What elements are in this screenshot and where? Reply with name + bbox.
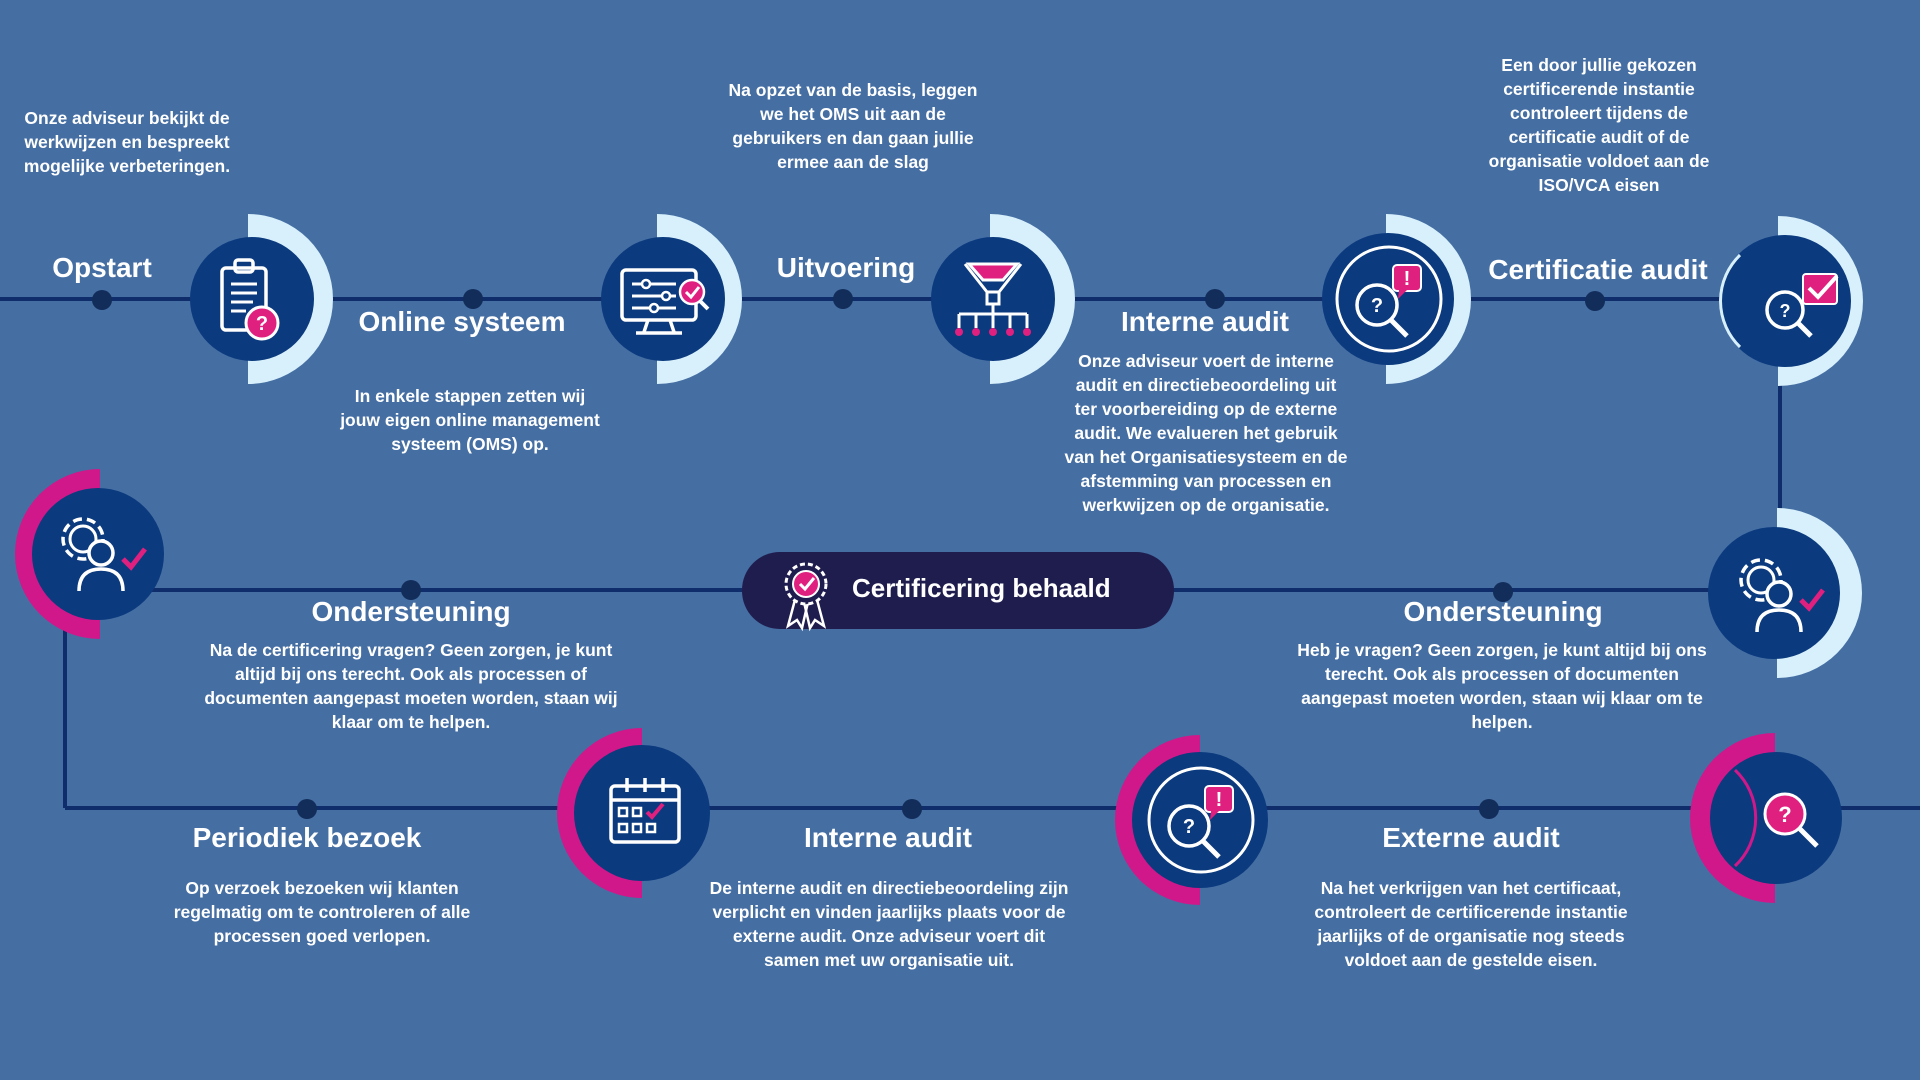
- uitvoering-title: Uitvoering: [776, 252, 916, 283]
- node-opstart: [92, 290, 112, 310]
- badge-label: Certificering behaald: [852, 573, 1111, 603]
- ondersteuning-left-description: Na de certificering vragen? Geen zorgen,…: [204, 640, 618, 732]
- interne-audit-1-title: Interne audit: [1120, 306, 1289, 337]
- node-online-systeem: [463, 289, 483, 309]
- node-ondersteuning-left: [401, 580, 421, 600]
- node-externe-audit: [1479, 799, 1499, 819]
- step-externe-audit-circle: [1690, 733, 1842, 903]
- flow-nodes: [92, 289, 1605, 819]
- step-opstart-circle: [190, 214, 333, 384]
- node-ondersteuning-right: [1493, 582, 1513, 602]
- node-uitvoering: [833, 289, 853, 309]
- node-certificatie-audit: [1585, 291, 1605, 311]
- step-interne-audit-1-circle: [1322, 214, 1471, 384]
- online-systeem-description: In enkele stappen zetten wij jouw eigen …: [340, 386, 600, 454]
- step-ondersteuning-left-circle: [15, 469, 164, 639]
- step-uitvoering-circle: [931, 214, 1075, 384]
- step-ondersteuning-right-circle: [1708, 508, 1862, 678]
- opstart-title: Opstart: [52, 252, 152, 283]
- node-periodiek-bezoek: [297, 799, 317, 819]
- interne-audit-2-description: De interne audit en directiebeoordeling …: [709, 878, 1069, 970]
- interne-audit-1-description: Onze adviseur voert de interne audit en …: [1064, 351, 1348, 515]
- step-online-systeem-circle: [601, 214, 742, 384]
- ondersteuning-right-title: Ondersteuning: [1403, 596, 1603, 627]
- externe-audit-title: Externe audit: [1382, 822, 1560, 853]
- periodiek-bezoek-description: Op verzoek bezoeken wij klanten regelmat…: [173, 878, 471, 946]
- node-interne-audit-2: [902, 799, 922, 819]
- certificering-badge: [742, 552, 1174, 630]
- ondersteuning-right-description: Heb je vragen? Geen zorgen, je kunt alti…: [1297, 640, 1707, 732]
- step-periodiek-bezoek-circle: [557, 728, 710, 898]
- step-certificatie-audit-circle: [1718, 216, 1863, 386]
- node-interne-audit-1: [1205, 289, 1225, 309]
- online-systeem-title: Online systeem: [358, 306, 566, 337]
- step-interne-audit-2-circle: [1115, 735, 1268, 905]
- certificatie-audit-description: Een door jullie gekozen certificerende i…: [1488, 55, 1710, 195]
- certificatie-audit-title: Certificatie audit: [1488, 254, 1708, 285]
- externe-audit-description: Na het verkrijgen van het certificaat, c…: [1314, 878, 1628, 970]
- uitvoering-description: Na opzet van de basis, leggen we het OMS…: [728, 80, 978, 172]
- opstart-description: Onze adviseur bekijkt de werkwijzen en b…: [23, 108, 231, 176]
- periodiek-bezoek-title: Periodiek bezoek: [192, 822, 422, 853]
- interne-audit-2-title: Interne audit: [803, 822, 972, 853]
- ondersteuning-left-title: Ondersteuning: [311, 596, 511, 627]
